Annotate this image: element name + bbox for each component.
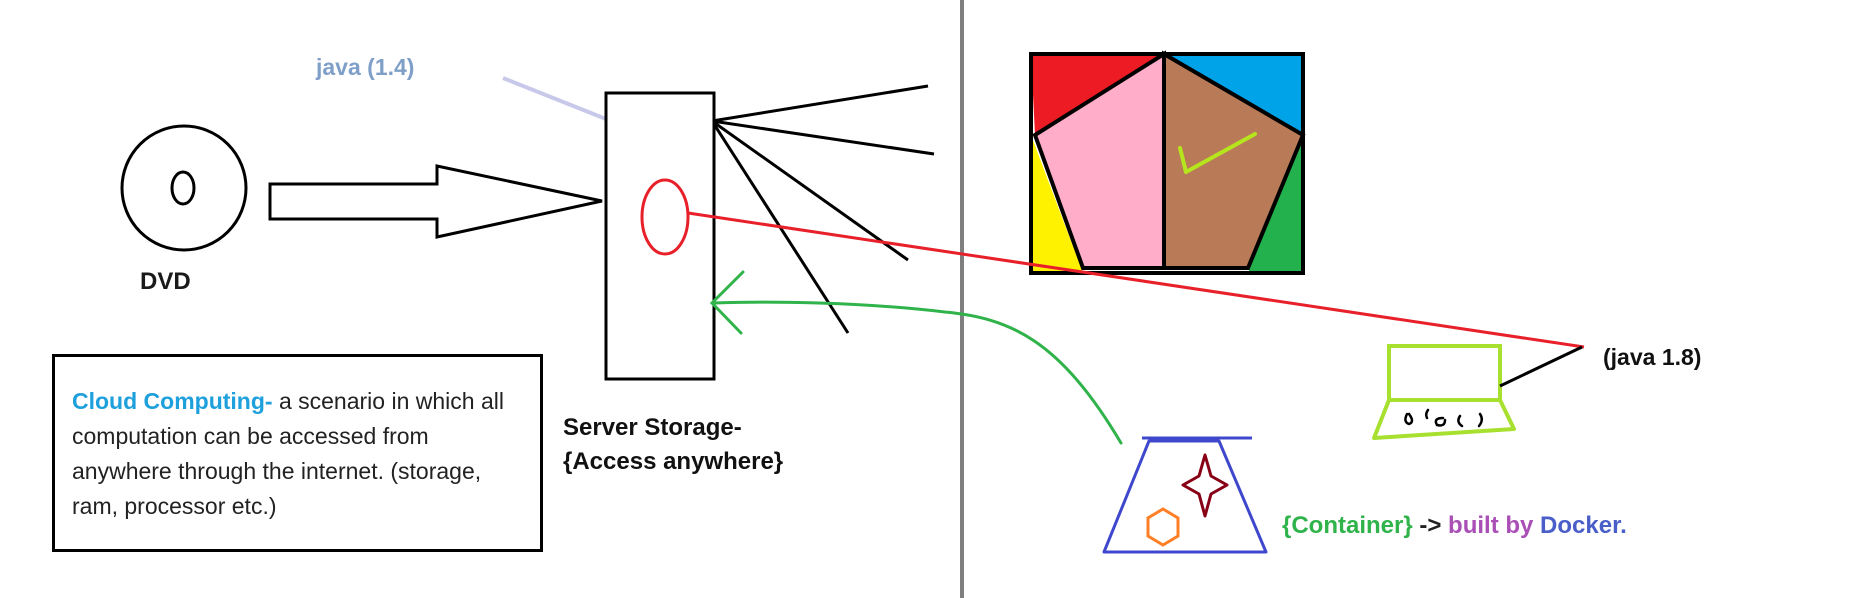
- laptop-icon: [1372, 344, 1583, 440]
- network-lines: [710, 84, 935, 334]
- definition-box: Cloud Computing- a scenario in which all…: [52, 354, 543, 552]
- dvd-disc-icon: [120, 124, 248, 252]
- server-label-line1: Server Storage-: [563, 414, 742, 441]
- transfer-arrow: [268, 164, 603, 239]
- container-icon: [1102, 436, 1268, 554]
- red-connector: [687, 211, 1585, 349]
- laptop-keys-icon: [1404, 408, 1483, 428]
- arrow-word: ->: [1419, 512, 1442, 539]
- built-by-word: built by: [1448, 512, 1534, 539]
- server-storage-slot: [640, 178, 690, 256]
- docker-word: Docker.: [1540, 512, 1627, 539]
- server-label-line2: {Access anywhere}: [563, 448, 784, 475]
- hexagon-icon: [1146, 507, 1180, 547]
- mosaic-icon: [1029, 50, 1306, 275]
- star-icon: [1181, 453, 1229, 518]
- dvd-label: DVD: [140, 268, 191, 295]
- server-storage-label: Server Storage- {Access anywhere}: [563, 411, 783, 479]
- definition-text: a scenario in which all computation can …: [72, 388, 504, 519]
- java-new-label: (java 1.8): [1603, 344, 1702, 370]
- container-word: {Container}: [1282, 512, 1413, 539]
- java-old-pointer: [502, 76, 612, 123]
- container-caption: {Container} -> built by Docker.: [1282, 512, 1627, 540]
- green-return-arrow: [709, 270, 1123, 445]
- server-icon: [604, 91, 716, 381]
- definition-title: Cloud Computing-: [72, 388, 273, 414]
- checkmark-icon: [1178, 132, 1257, 174]
- java-old-label: java (1.4): [316, 54, 415, 80]
